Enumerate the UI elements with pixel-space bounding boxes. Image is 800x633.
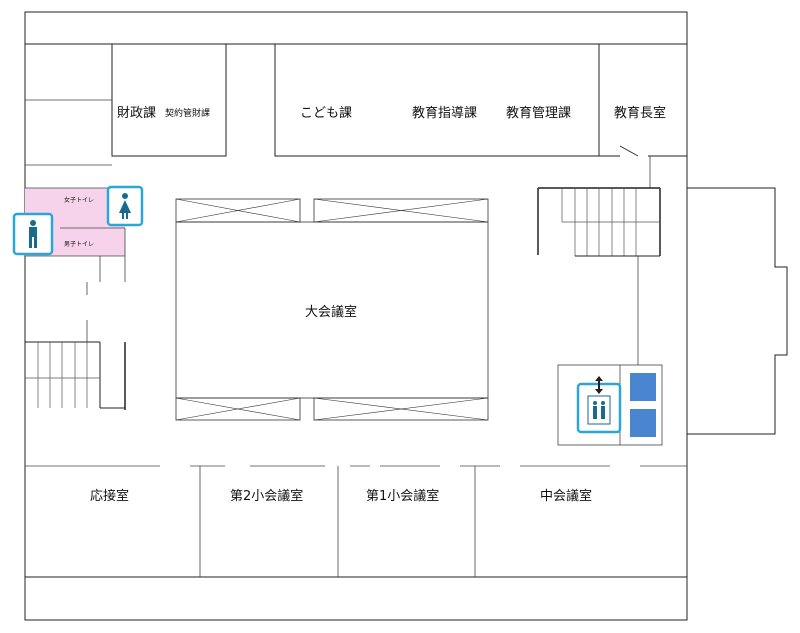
- room-zaisei: [111, 43, 227, 157]
- stairs-east: [537, 187, 661, 257]
- label-joshi-toilet: 女子トイレ: [64, 196, 94, 204]
- label-keiyaku: 契約管財課: [165, 107, 210, 119]
- label-shido: 教育指導課: [412, 105, 477, 121]
- label-danshi-toilet: 男子トイレ: [64, 241, 94, 248]
- elevator-hall: [557, 364, 663, 446]
- elevator-icon: [576, 376, 622, 434]
- east-wing-wall: [687, 187, 788, 435]
- label-kodomo: こども課: [300, 105, 352, 121]
- stairs-west: [25, 341, 126, 410]
- male-figure-icon: [12, 212, 54, 256]
- label-kanri: 教育管理課: [506, 105, 571, 121]
- label-chosho: 教育長室: [614, 105, 666, 121]
- label-dai1: 第1小会議室: [366, 488, 439, 504]
- label-osetsu: 応接室: [90, 488, 129, 504]
- label-zaisei: 財政課: [117, 105, 156, 121]
- label-dai2: 第2小会議室: [230, 488, 303, 504]
- room-kodomo-kyoiku: [274, 43, 600, 157]
- label-daikaigi: 大会議室: [305, 304, 357, 320]
- label-chukai: 中会議室: [540, 488, 592, 504]
- elevator-car-1: [630, 373, 656, 401]
- outer-wall: [24, 11, 688, 621]
- female-figure-icon: [106, 185, 144, 227]
- elevator-car-2: [630, 409, 656, 437]
